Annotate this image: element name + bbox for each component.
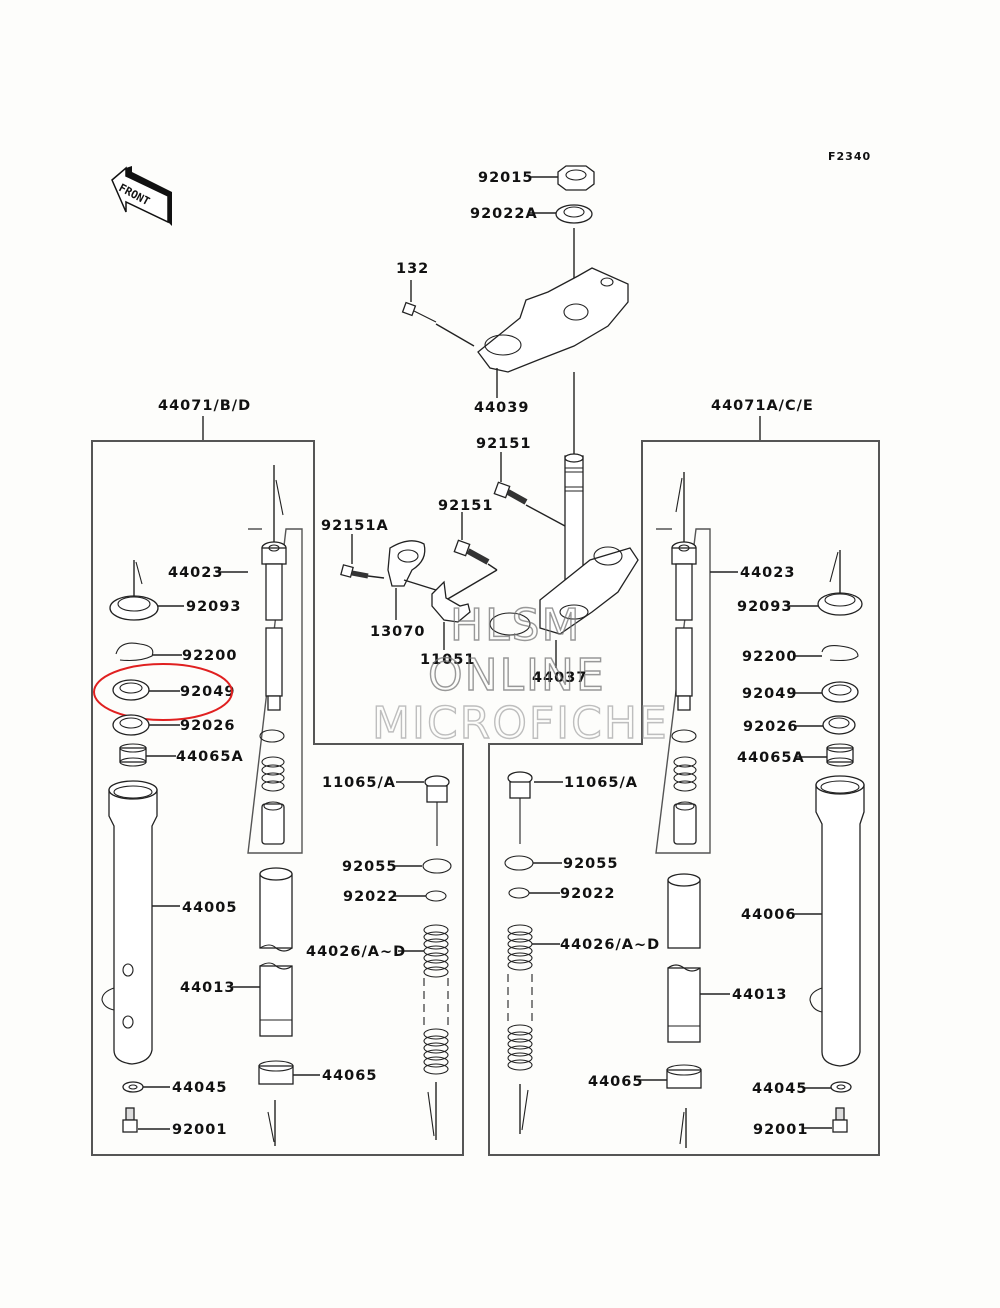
label-13070: 13070 (370, 624, 425, 640)
piston-left (261, 801, 285, 845)
label-92026-right: 92026 (743, 719, 798, 735)
assembly-box-right (488, 440, 880, 1156)
washer-92026-right[interactable] (822, 715, 856, 735)
bolt-132[interactable] (401, 301, 437, 323)
upper-bracket-44039[interactable] (477, 267, 629, 373)
bolt-92151-upper[interactable] (493, 481, 528, 505)
washer-92022-right[interactable] (508, 887, 530, 899)
bush-44065-left[interactable] (258, 1060, 294, 1085)
label-44013-right: 44013 (732, 987, 787, 1003)
label-11065-left: 11065/A (322, 775, 396, 791)
label-44026-right: 44026/A~D (560, 937, 660, 953)
o-ring-92055-left[interactable] (422, 858, 452, 874)
label-44071A-C-E: 44071A/C/E (711, 398, 814, 414)
label-44065-left: 44065 (322, 1068, 377, 1084)
washer-92026-left[interactable] (112, 714, 150, 736)
fork-spring-44026-right[interactable] (507, 924, 533, 1071)
label-92001-left: 92001 (172, 1122, 227, 1138)
washer-92022A[interactable] (555, 204, 593, 224)
label-92022-left: 92022 (343, 889, 398, 905)
nut-92015[interactable] (557, 165, 595, 191)
oil-seal-92049-left[interactable] (112, 679, 150, 701)
ring-left (259, 729, 285, 743)
spring-small-left (261, 756, 285, 792)
label-92151A: 92151A (321, 518, 389, 534)
label-44045-right: 44045 (752, 1081, 807, 1097)
label-44023-left: 44023 (168, 565, 223, 581)
ring-right (671, 729, 697, 743)
top-plug-11065-left[interactable] (424, 775, 450, 846)
label-92055-right: 92055 (563, 856, 618, 872)
label-44026-left: 44026/A~D (306, 944, 406, 960)
bush-44065-right[interactable] (666, 1064, 702, 1089)
highlight-circle (93, 663, 233, 721)
spring-small-right (673, 756, 697, 792)
label-92200-left: 92200 (182, 648, 237, 664)
oil-seal-92049-right[interactable] (821, 681, 859, 703)
circlip-92200-left[interactable] (115, 642, 154, 662)
label-11051: 11051 (420, 652, 475, 668)
label-44037: 44037 (532, 670, 587, 686)
bolt-92001-right[interactable] (832, 1107, 848, 1133)
label-44071-B-D: 44071/B/D (158, 398, 251, 414)
label-92151-upper: 92151 (476, 436, 531, 452)
bolt-92151A[interactable] (340, 564, 369, 579)
label-92049-left: 92049 (180, 684, 235, 700)
label-92093-left: 92093 (186, 599, 241, 615)
piston-right (673, 801, 697, 845)
dust-seal-92093-left[interactable] (109, 595, 159, 621)
washer-92022-left[interactable] (425, 890, 447, 902)
label-92049-right: 92049 (742, 686, 797, 702)
inner-tube-44013-left[interactable] (259, 867, 293, 1037)
gasket-44045-left[interactable] (122, 1081, 144, 1093)
bolt-92151-lower[interactable] (453, 539, 490, 565)
label-44065A-right: 44065A (737, 750, 805, 766)
watermark-online: ONLINE (428, 650, 606, 701)
fork-spring-44026-left[interactable] (423, 924, 449, 1075)
dust-seal-92093-right[interactable] (817, 592, 863, 616)
label-44065-right: 44065 (588, 1074, 643, 1090)
outer-tube-44006[interactable] (809, 775, 865, 1067)
label-44045-left: 44045 (172, 1080, 227, 1096)
label-11065-right: 11065/A (564, 775, 638, 791)
label-92093-right: 92093 (737, 599, 792, 615)
label-92015: 92015 (478, 170, 533, 186)
o-ring-92055-right[interactable] (504, 855, 534, 871)
label-92022A: 92022A (470, 206, 538, 222)
top-plug-11065-right[interactable] (507, 771, 533, 844)
inner-tube-44013-right[interactable] (667, 873, 701, 1043)
label-92001-right: 92001 (753, 1122, 808, 1138)
label-44006: 44006 (741, 907, 796, 923)
label-44005: 44005 (182, 900, 237, 916)
bracket-11051[interactable] (431, 580, 471, 623)
outer-tube-44005[interactable] (101, 780, 158, 1065)
guide-bush-44065A-right[interactable] (826, 743, 854, 767)
label-92026-left: 92026 (180, 718, 235, 734)
damper-rod-44023-right[interactable] (671, 541, 697, 711)
guide-bush-44065A-left[interactable] (119, 743, 147, 767)
label-132: 132 (396, 261, 429, 277)
label-92200-right: 92200 (742, 649, 797, 665)
front-arrow-icon: FRONT (111, 166, 172, 226)
label-92151-lower: 92151 (438, 498, 493, 514)
hose-clamp-13070[interactable] (387, 540, 426, 587)
label-44065A-left: 44065A (176, 749, 244, 765)
bolt-92001-left[interactable] (122, 1107, 138, 1133)
assembly-box-left (91, 440, 464, 1156)
watermark-hlsm: HLSM (450, 600, 582, 651)
watermark-microfiche: MICROFICHE (372, 698, 669, 749)
damper-rod-44023[interactable] (261, 541, 287, 711)
label-44013-left: 44013 (180, 980, 235, 996)
figure-id: F2340 (828, 150, 871, 163)
gasket-44045-right[interactable] (830, 1081, 852, 1093)
label-44023-right: 44023 (740, 565, 795, 581)
label-92022-right: 92022 (560, 886, 615, 902)
steering-stem-44037[interactable] (489, 453, 639, 636)
label-92055-left: 92055 (342, 859, 397, 875)
circlip-92200-right[interactable] (821, 645, 859, 662)
label-44039: 44039 (474, 400, 529, 416)
